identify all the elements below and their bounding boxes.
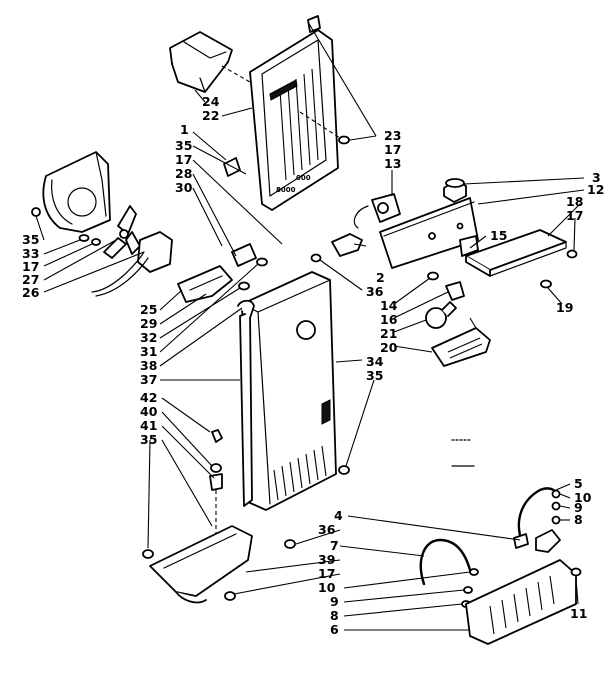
label-13: 13	[384, 156, 401, 171]
label-2: 2	[376, 270, 385, 285]
label-32: 32	[140, 330, 157, 345]
label-30: 30	[175, 180, 193, 195]
label-24: 24	[202, 94, 220, 109]
part-17-screw-right	[566, 249, 578, 259]
part-31-screw	[256, 257, 268, 267]
label-8-right: 8	[574, 512, 583, 527]
label-14: 14	[380, 298, 398, 313]
label-37: 37	[140, 372, 157, 387]
label-23: 23	[384, 128, 401, 143]
label-11: 11	[570, 606, 587, 621]
label-40: 40	[140, 404, 158, 419]
label-17-left: 17	[22, 259, 39, 274]
part-39-drain-pan	[142, 525, 296, 604]
part-42-nut	[211, 429, 223, 443]
part-27-fan-blade	[103, 205, 141, 259]
part-25-motor-bracket	[177, 265, 233, 303]
label-31: 31	[140, 344, 157, 359]
part-40-grommet	[210, 463, 222, 473]
label-18: 18	[566, 194, 583, 209]
part-35-screw-cabinet	[338, 465, 350, 475]
label-20: 20	[380, 340, 398, 355]
part-9-washer-right	[551, 501, 561, 511]
part-28-bracket	[231, 243, 257, 267]
part-number-labels: 24 22 1 35 17 28 30 23 17 13 3 12 18 17 …	[22, 94, 604, 637]
label-7: 7	[330, 538, 339, 553]
part-4-valve	[535, 529, 561, 553]
label-36-lower: 36	[318, 522, 336, 537]
part-19-screw	[540, 279, 552, 289]
svg-text:000: 000	[296, 174, 311, 182]
label-21: 21	[380, 326, 397, 341]
part-fan-shroud	[42, 151, 111, 233]
label-27: 27	[22, 272, 39, 287]
part-23-screw	[299, 111, 350, 145]
part-10-clamp-right	[551, 489, 561, 499]
part-34-cabinet	[241, 271, 337, 511]
part-9-washer	[463, 586, 473, 594]
label-33: 33	[22, 246, 39, 261]
svg-text:8000: 8000	[276, 186, 296, 194]
label-41: 41	[140, 418, 157, 433]
label-22: 22	[202, 108, 219, 123]
label-38: 38	[140, 358, 157, 373]
label-3: 3	[592, 170, 601, 185]
label-17-upper: 17	[175, 152, 192, 167]
label-26: 26	[22, 285, 40, 300]
part-36-screw-top	[310, 253, 322, 263]
part-41-fitting	[209, 473, 223, 540]
part-11-screw	[570, 567, 582, 577]
part-18-shelf-plate	[465, 229, 567, 277]
leader-lines	[35, 21, 585, 631]
part-13-damper-motor	[353, 184, 401, 229]
label-28: 28	[175, 166, 192, 181]
label-12: 12	[587, 182, 604, 197]
label-42: 42	[140, 390, 157, 405]
label-10-lower: 10	[318, 580, 336, 595]
label-35-left: 35	[22, 232, 39, 247]
label-8-lower: 8	[330, 608, 339, 623]
part-16-socket	[445, 281, 465, 301]
part-6-drip-tray	[465, 559, 577, 645]
part-17-screw-left	[91, 238, 101, 246]
label-36-upper: 36	[366, 284, 384, 299]
label-19: 19	[556, 300, 573, 315]
label-35-lower: 35	[140, 432, 157, 447]
label-34: 34	[366, 354, 384, 369]
label-9-right: 9	[574, 500, 583, 515]
part-26-fan-motor	[91, 231, 173, 297]
label-17-top: 17	[384, 142, 401, 157]
label-35-upper: 35	[175, 138, 192, 153]
part-33-washer	[78, 234, 90, 242]
label-10-right: 10	[574, 490, 592, 505]
label-17-right: 17	[566, 208, 583, 223]
part-32-screw	[238, 281, 250, 291]
label-6: 6	[330, 622, 339, 637]
label-16: 16	[380, 312, 398, 327]
label-17-lower: 17	[318, 566, 335, 581]
part-3-knob	[443, 178, 467, 203]
part-37-side-channel	[237, 299, 255, 507]
label-4: 4	[334, 508, 343, 523]
part-20-light-shield	[431, 317, 491, 367]
part-10-clamp	[469, 568, 479, 576]
part-14-screw	[427, 271, 439, 281]
label-29: 29	[140, 316, 157, 331]
part-21-light-bulb	[425, 301, 457, 329]
part-35-screw-left	[31, 207, 41, 217]
label-5: 5	[574, 476, 583, 491]
label-39: 39	[318, 552, 335, 567]
label-25: 25	[140, 302, 157, 317]
part-24-top-cover	[169, 31, 233, 93]
part-22-grille-panel: 8000 000	[249, 15, 339, 211]
part-8-nut-right	[551, 515, 561, 525]
label-15: 15	[490, 228, 507, 243]
label-35-cabinet: 35	[366, 368, 383, 383]
label-9-lower: 9	[330, 594, 339, 609]
label-1: 1	[180, 122, 189, 137]
part-7-drain-hose	[419, 538, 472, 586]
part-12-control-bracket	[379, 197, 479, 269]
